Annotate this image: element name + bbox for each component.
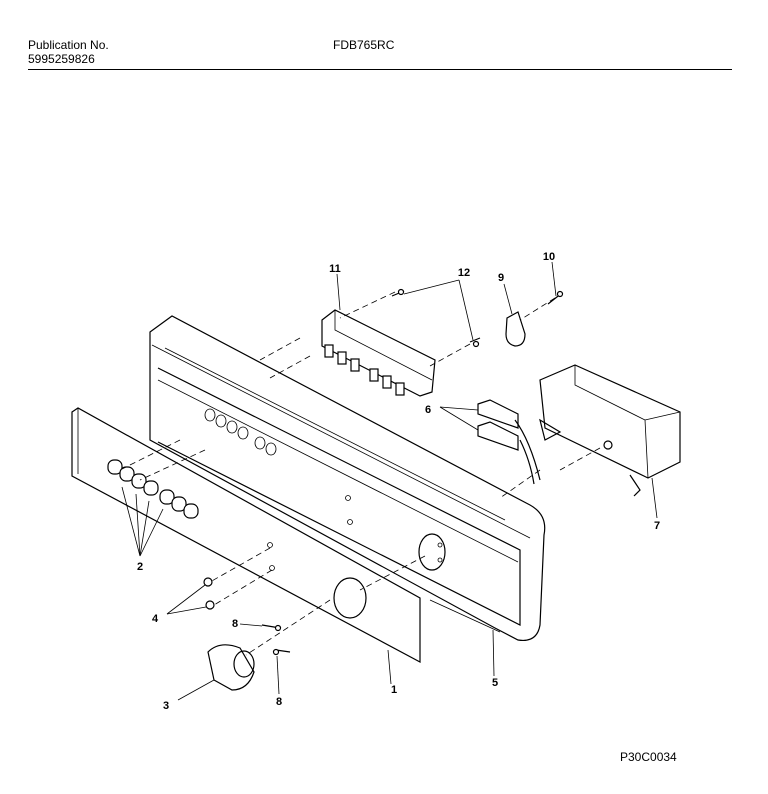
dial-knob — [207, 644, 255, 691]
indicator-lenses — [203, 577, 215, 610]
callout-12: 12 — [458, 267, 470, 279]
callout-4: 4 — [152, 613, 159, 625]
diagram-code: P30C0034 — [620, 750, 677, 764]
push-buttons — [107, 459, 199, 519]
publication-number: 5995259826 — [28, 52, 95, 66]
panel-screws — [261, 624, 291, 656]
callout-6: 6 — [425, 404, 431, 416]
callout-7: 7 — [654, 520, 660, 532]
callout-9: 9 — [498, 272, 504, 284]
terminal-blocks — [477, 399, 541, 485]
callout-1: 1 — [391, 684, 397, 696]
callout-5: 5 — [492, 677, 498, 689]
callout-10: 10 — [543, 251, 555, 263]
callout-2: 2 — [137, 561, 143, 573]
bracket-screws — [391, 288, 481, 348]
clip-and-screw — [505, 290, 564, 347]
leader-lines — [121, 261, 658, 701]
publication-label: Publication No. — [28, 38, 109, 52]
assembly-guide-lines — [119, 291, 601, 656]
callout-labels: 1 2 3 4 5 6 7 8 8 9 10 11 12 — [137, 251, 660, 712]
callout-8-lower: 8 — [276, 696, 282, 708]
control-console — [149, 315, 546, 642]
callout-3: 3 — [163, 700, 169, 712]
callout-8-upper: 8 — [232, 618, 238, 630]
timer-module — [539, 364, 681, 497]
header-rule — [28, 69, 732, 70]
switch-bracket — [321, 309, 436, 397]
callout-11: 11 — [329, 263, 341, 275]
model-number: FDB765RC — [333, 38, 395, 52]
